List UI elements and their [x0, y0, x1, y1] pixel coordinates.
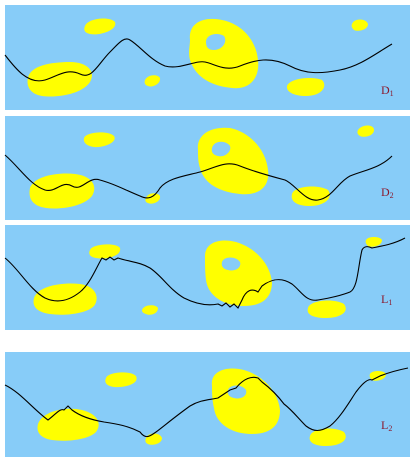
yellow-blob	[307, 300, 346, 318]
profile-curve	[4, 154, 393, 201]
yellow-blob	[309, 428, 346, 446]
yellow-blob	[84, 18, 116, 35]
yellow-blob	[357, 125, 374, 137]
yellow-blob	[142, 305, 158, 315]
yellow-blob	[27, 62, 92, 97]
yellow-blob	[29, 173, 95, 209]
yellow-blob	[286, 78, 325, 96]
panel-d1: D1	[4, 5, 410, 110]
yellow-blob	[145, 193, 161, 204]
panel-l2: L2	[4, 352, 410, 457]
yellow-blob-with-hole	[211, 368, 280, 434]
yellow-blob	[291, 186, 330, 206]
yellow-blob-with-hole	[189, 18, 259, 89]
yellow-blob	[365, 237, 382, 247]
panel-l1: L1	[4, 225, 410, 330]
panel-label: L2	[381, 418, 392, 433]
panel-label: D1	[381, 83, 394, 98]
yellow-blob	[351, 19, 368, 31]
yellow-blob	[144, 75, 161, 87]
panel-label: D2	[381, 185, 394, 200]
panel-d2: D2	[4, 116, 410, 220]
yellow-blob-with-hole	[197, 127, 269, 195]
panel-background	[5, 352, 410, 457]
yellow-blob	[369, 371, 386, 381]
panel-label: L1	[381, 292, 392, 307]
profile-curve	[4, 38, 393, 82]
profile-curve	[4, 367, 409, 438]
yellow-blob-with-hole	[204, 240, 272, 306]
yellow-blob	[83, 132, 115, 148]
yellow-blob	[105, 372, 137, 388]
yellow-blob	[89, 244, 121, 259]
profile-curve	[4, 237, 406, 309]
